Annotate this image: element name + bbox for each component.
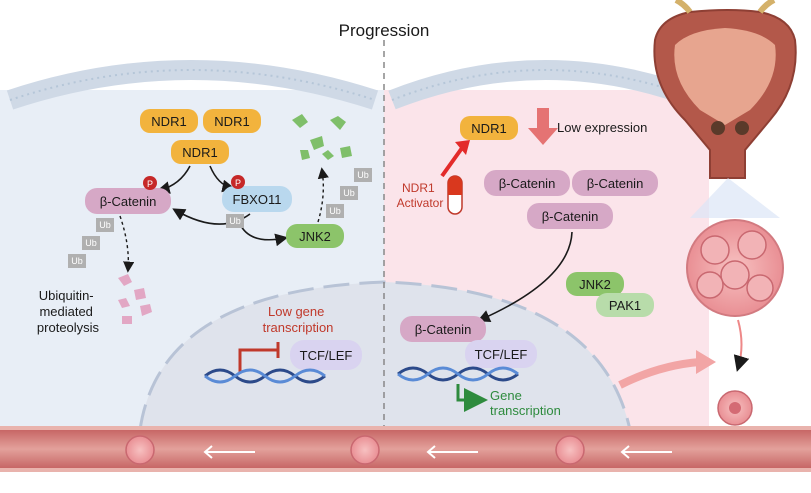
svg-text:Ub: Ub (99, 220, 111, 230)
invasion-arrowhead (696, 350, 716, 374)
svg-text:NDR1: NDR1 (214, 114, 249, 129)
circulating-cell-top (717, 390, 753, 426)
catenin-nuclear: β-Catenin (400, 316, 486, 342)
phospho-badge-catenin: P (143, 176, 157, 190)
svg-text:NDR1: NDR1 (151, 114, 186, 129)
catenin-fragments (118, 274, 152, 324)
left-membrane (6, 60, 379, 110)
catenin-nuclear-translocation-arrow (477, 231, 573, 322)
catenin-degradation-arrow (119, 215, 135, 273)
catenin-right-a: β-Catenin (484, 170, 570, 196)
blood-vessel (0, 428, 811, 470)
svg-text:β-Catenin: β-Catenin (587, 176, 644, 191)
activator-arrowhead (455, 140, 470, 155)
tcf-lef-right: TCF/LEF (465, 340, 537, 368)
svg-text:TCF/LEF: TCF/LEF (300, 348, 353, 363)
ndr1-kinase: NDR1 (171, 140, 229, 164)
detachment-arrow (733, 319, 750, 372)
svg-text:Ub: Ub (343, 188, 355, 198)
svg-text:β-Catenin: β-Catenin (415, 322, 472, 337)
vessel-wall-bottom (0, 468, 811, 472)
svg-text:Ub: Ub (329, 206, 341, 216)
svg-text:NDR1: NDR1 (471, 121, 506, 136)
svg-text:P: P (235, 178, 241, 188)
right-membrane-lipids (391, 69, 701, 101)
invasion-arrow (618, 358, 701, 389)
tcf-lef-left: TCF/LEF (290, 340, 362, 370)
activator-arrow (440, 146, 464, 178)
ndr1-right: NDR1 (460, 116, 518, 140)
catenin-left: β-Catenin (85, 188, 171, 214)
svg-text:β-Catenin: β-Catenin (499, 176, 556, 191)
svg-text:P: P (147, 179, 153, 189)
dna-right (397, 366, 519, 382)
svg-text:NDR1: NDR1 (182, 145, 217, 160)
catenin-right-b: β-Catenin (572, 170, 658, 196)
ub-chain-catenin: Ub Ub Ub (68, 218, 114, 268)
svg-text:β-Catenin: β-Catenin (542, 209, 599, 224)
catenin-right-c: β-Catenin (527, 203, 613, 229)
svg-text:Ub: Ub (357, 170, 369, 180)
low-expression-label: Low expression (557, 120, 647, 135)
flow-arrows (203, 445, 672, 459)
vessel-wall-top (0, 426, 811, 430)
svg-text:Ub: Ub (229, 216, 241, 226)
svg-text:Ub: Ub (85, 238, 97, 248)
jnk2-degradation-arrow (317, 167, 329, 223)
ndr1-dimer-a: NDR1 (140, 109, 198, 133)
ndr1-dimer-b: NDR1 (203, 109, 261, 133)
activator-label: NDR1 Activator (397, 181, 444, 210)
fbxo11: FBXO11 (222, 186, 292, 212)
inhibition-symbol (238, 348, 278, 372)
pak1-right: PAK1 (596, 293, 654, 317)
svg-text:FBXO11: FBXO11 (233, 192, 282, 207)
zoom-cone (690, 178, 780, 218)
tumor-cluster (686, 219, 784, 317)
ub-chain-jnk2: Ub Ub Ub (326, 168, 372, 218)
low-transcription-label: Low gene transcription (263, 304, 334, 335)
svg-text:β-Catenin: β-Catenin (100, 194, 157, 209)
pill-icon (447, 175, 463, 215)
jnk2-fragments (292, 114, 352, 160)
svg-text:JNK2: JNK2 (579, 277, 611, 292)
svg-text:JNK2: JNK2 (299, 229, 331, 244)
bladder-illustration (653, 0, 797, 179)
svg-text:TCF/LEF: TCF/LEF (475, 347, 528, 362)
phospho-badge-fbxo11: P (231, 175, 245, 189)
gene-transcription-label: Gene transcription (490, 388, 561, 418)
circulating-cells (125, 435, 585, 465)
low-expression-arrow (528, 108, 558, 145)
dna-left (204, 368, 326, 384)
svg-text:Ub: Ub (71, 256, 83, 266)
gene-transcription-arrow (456, 384, 488, 412)
ub-chain-fbxo11: Ub (226, 214, 244, 228)
jnk2-right: JNK2 (566, 272, 624, 296)
proteolysis-label: Ubiquitin- mediated proteolysis (37, 288, 100, 335)
title: Progression (339, 21, 430, 40)
jnk2-left: JNK2 (286, 224, 344, 248)
svg-text:PAK1: PAK1 (609, 298, 641, 313)
